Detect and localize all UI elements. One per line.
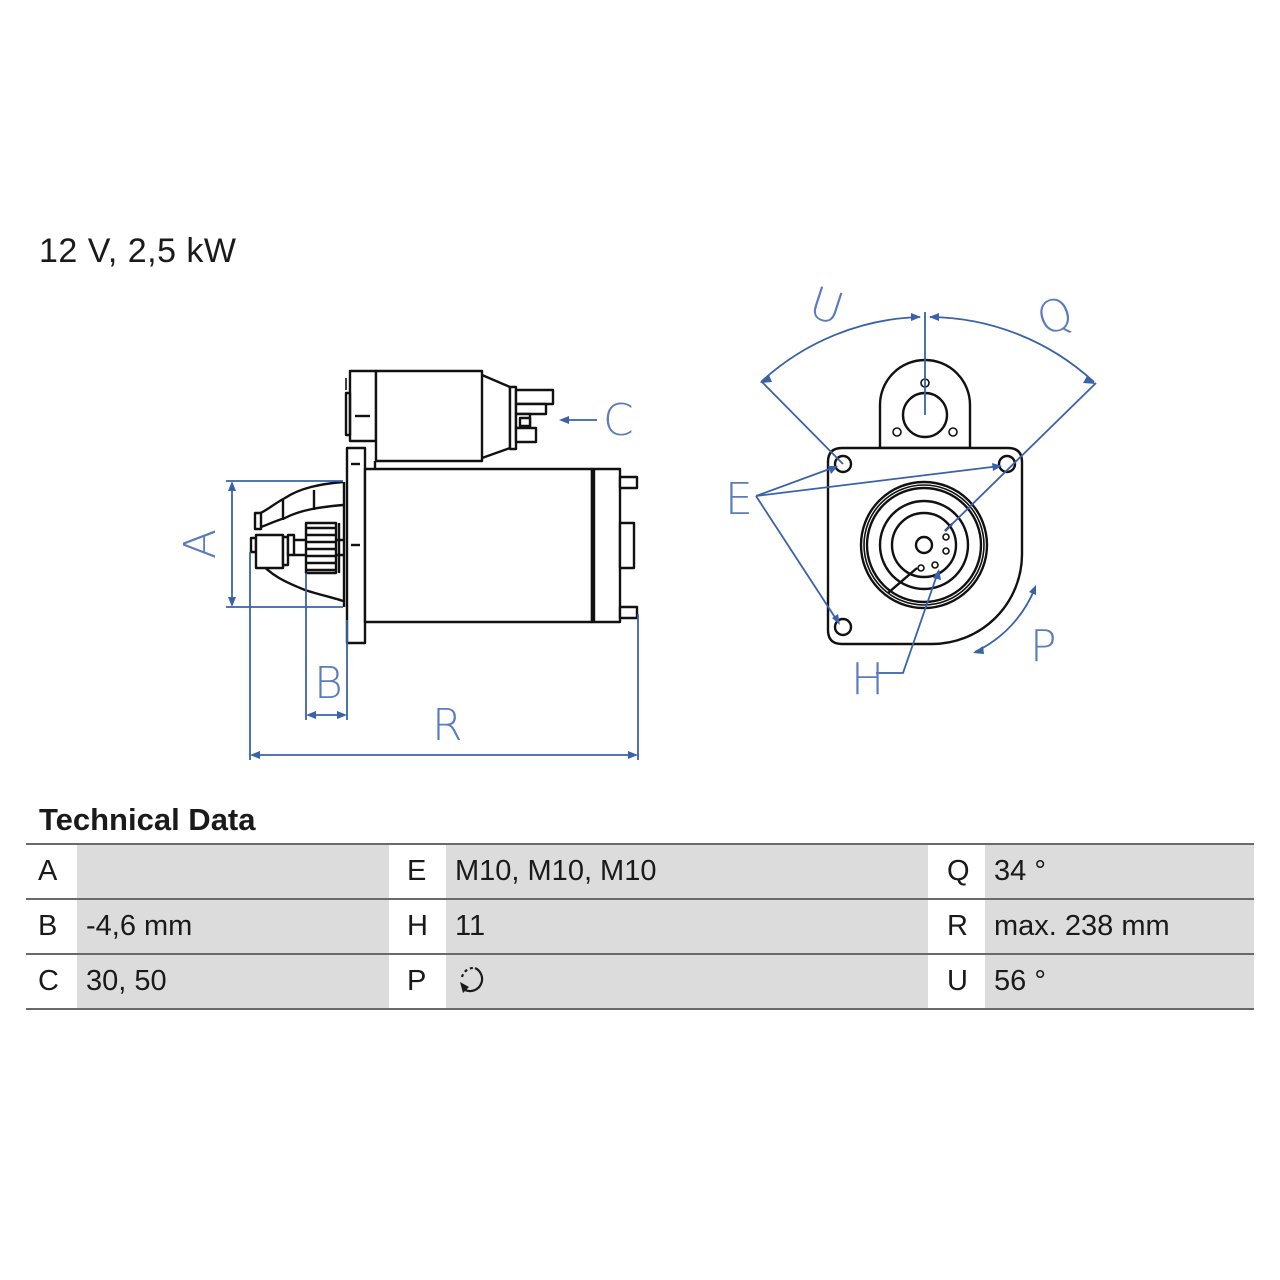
spec-value-b: -4,6 mm <box>77 898 389 955</box>
dimension-label-e: E <box>725 474 753 525</box>
dimension-label-r: R <box>432 700 463 751</box>
table-row: C 30, 50 P U 56 ° <box>26 953 1254 1010</box>
dimension-label-c: C <box>603 395 634 446</box>
spec-value-c: 30, 50 <box>77 953 389 1010</box>
spec-value-q: 34 ° <box>985 843 1254 900</box>
spec-key-p: P <box>389 953 446 1010</box>
side-view-dimensions <box>226 416 639 760</box>
spec-value-u: 56 ° <box>985 953 1254 1010</box>
spec-value-r: max. 238 mm <box>985 898 1254 955</box>
spec-key-c: C <box>26 953 77 1010</box>
spec-key-r: R <box>928 898 985 955</box>
technical-data-title: Technical Data <box>39 802 256 837</box>
front-view-dimensions <box>755 312 1097 674</box>
dimension-label-p: P <box>1030 621 1057 672</box>
spec-key-u: U <box>928 953 985 1010</box>
spec-key-h: H <box>389 898 446 955</box>
spec-value-h: 11 <box>446 898 928 955</box>
front-view <box>826 358 1024 646</box>
spec-key-a: A <box>26 843 77 900</box>
dimension-label-a: A <box>175 528 227 560</box>
side-view <box>249 369 639 645</box>
table-row: A E M10, M10, M10 Q 34 ° <box>26 843 1254 900</box>
dimension-label-b: B <box>314 658 343 709</box>
technical-drawing <box>226 312 1097 760</box>
spec-value-p <box>446 953 928 1010</box>
spec-value-e: M10, M10, M10 <box>446 843 928 900</box>
table-row: B -4,6 mm H 11 R max. 238 mm <box>26 898 1254 955</box>
dimension-label-h: H <box>851 654 885 705</box>
technical-data-table: A E M10, M10, M10 Q 34 ° B -4,6 mm H 11 … <box>26 843 1254 1010</box>
spec-title: 12 V, 2,5 kW <box>39 232 237 270</box>
spec-key-e: E <box>389 843 446 900</box>
rotation-counterclockwise-icon <box>460 967 484 994</box>
spec-key-b: B <box>26 898 77 955</box>
spec-key-q: Q <box>928 843 985 900</box>
spec-value-a <box>77 843 389 900</box>
